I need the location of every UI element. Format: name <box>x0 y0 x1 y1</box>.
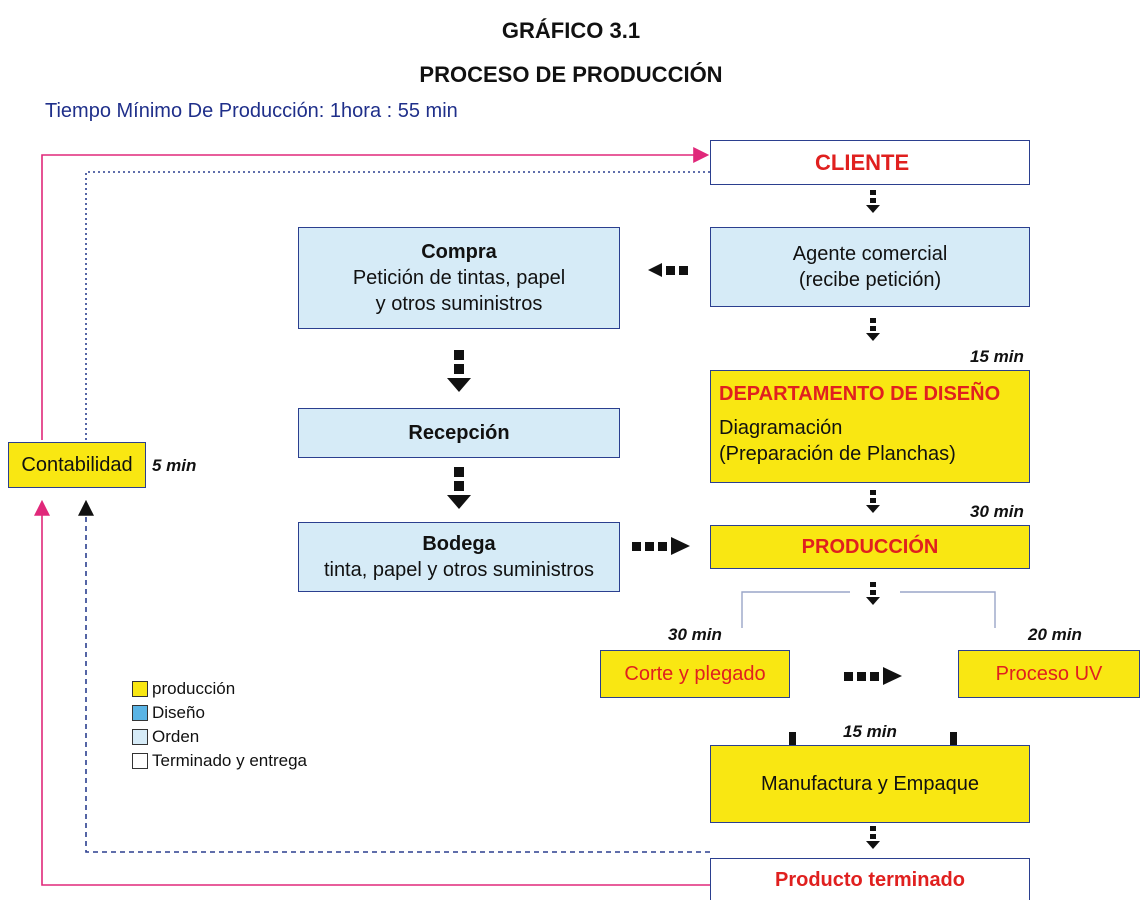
dashed-line-from-producto <box>78 499 710 853</box>
manufactura-label: Manufactura y Empaque <box>761 773 979 795</box>
corte-label: Corte y plegado <box>624 663 766 685</box>
diseno-box: DEPARTAMENTO DE DISEÑO Diagramación (Pre… <box>710 370 1030 483</box>
diseno-line2: (Preparación de Planchas) <box>719 443 956 465</box>
producto-terminado-box: Producto terminado <box>710 858 1030 900</box>
compra-line2: y otros suministros <box>375 293 543 315</box>
legend-swatch-produccion <box>132 681 148 697</box>
contabilidad-label: Contabilidad <box>21 454 133 476</box>
time-contabilidad: 5 min <box>152 456 197 475</box>
bodega-box: Bodega tinta, papel y otros suministros <box>298 522 620 592</box>
uv-box: Proceso UV <box>958 650 1140 698</box>
time-manufactura: 15 min <box>843 722 897 741</box>
split-bracket-right <box>900 591 996 628</box>
feedback-line-to-cliente <box>41 147 710 440</box>
produccion-label: PRODUCCIÓN <box>801 536 939 558</box>
feedback-line-from-producto <box>34 499 710 886</box>
time-produccion: 30 min <box>970 502 1024 521</box>
produccion-box: PRODUCCIÓN <box>710 525 1030 569</box>
time-diseno: 15 min <box>970 347 1024 366</box>
legend-swatch-orden <box>132 729 148 745</box>
agente-line2: (recibe petición) <box>798 269 942 291</box>
corte-box: Corte y plegado <box>600 650 790 698</box>
dashed-arrows <box>447 190 962 849</box>
legend-item-diseno: Diseño <box>132 703 205 723</box>
producto-label: Producto terminado <box>774 868 965 891</box>
contabilidad-box: Contabilidad <box>8 442 146 488</box>
manufactura-box: Manufactura y Empaque <box>710 745 1030 823</box>
agente-line1: Agente comercial <box>792 243 948 265</box>
cliente-label: CLIENTE <box>815 149 910 175</box>
cliente-box: CLIENTE <box>710 140 1030 185</box>
minimum-time-label: Tiempo Mínimo De Producción: 1hora : 55 … <box>45 100 458 122</box>
bodega-title: Bodega <box>422 533 496 555</box>
agente-comercial-box: Agente comercial (recibe petición) <box>710 227 1030 307</box>
compra-box: Compra Petición de tintas, papel y otros… <box>298 227 620 329</box>
legend-label-terminado: Terminado y entrega <box>152 751 307 770</box>
compra-line1: Petición de tintas, papel <box>352 267 566 289</box>
legend-swatch-terminado <box>132 753 148 769</box>
compra-title: Compra <box>421 241 497 263</box>
legend-label-diseno: Diseño <box>152 703 205 722</box>
legend-label-produccion: producción <box>152 679 236 698</box>
diagram-title: PROCESO DE PRODUCCIÓN <box>419 62 723 87</box>
diseno-title: DEPARTAMENTO DE DISEÑO <box>719 383 1001 405</box>
legend-label-orden: Orden <box>152 727 200 746</box>
legend-item-produccion: producción <box>132 679 235 699</box>
bodega-line: tinta, papel y otros suministros <box>323 559 595 581</box>
recepcion-label: Recepción <box>408 422 510 444</box>
legend-item-orden: Orden <box>132 727 199 747</box>
recepcion-box: Recepción <box>298 408 620 458</box>
uv-label: Proceso UV <box>995 663 1103 685</box>
split-bracket <box>741 591 850 628</box>
time-uv: 20 min <box>1028 625 1082 644</box>
figure-number: GRÁFICO 3.1 <box>501 18 641 43</box>
diseno-line1: Diagramación <box>719 417 843 439</box>
legend-swatch-diseno <box>132 705 148 721</box>
time-corte: 30 min <box>668 625 722 644</box>
legend-item-terminado: Terminado y entrega <box>132 751 307 771</box>
